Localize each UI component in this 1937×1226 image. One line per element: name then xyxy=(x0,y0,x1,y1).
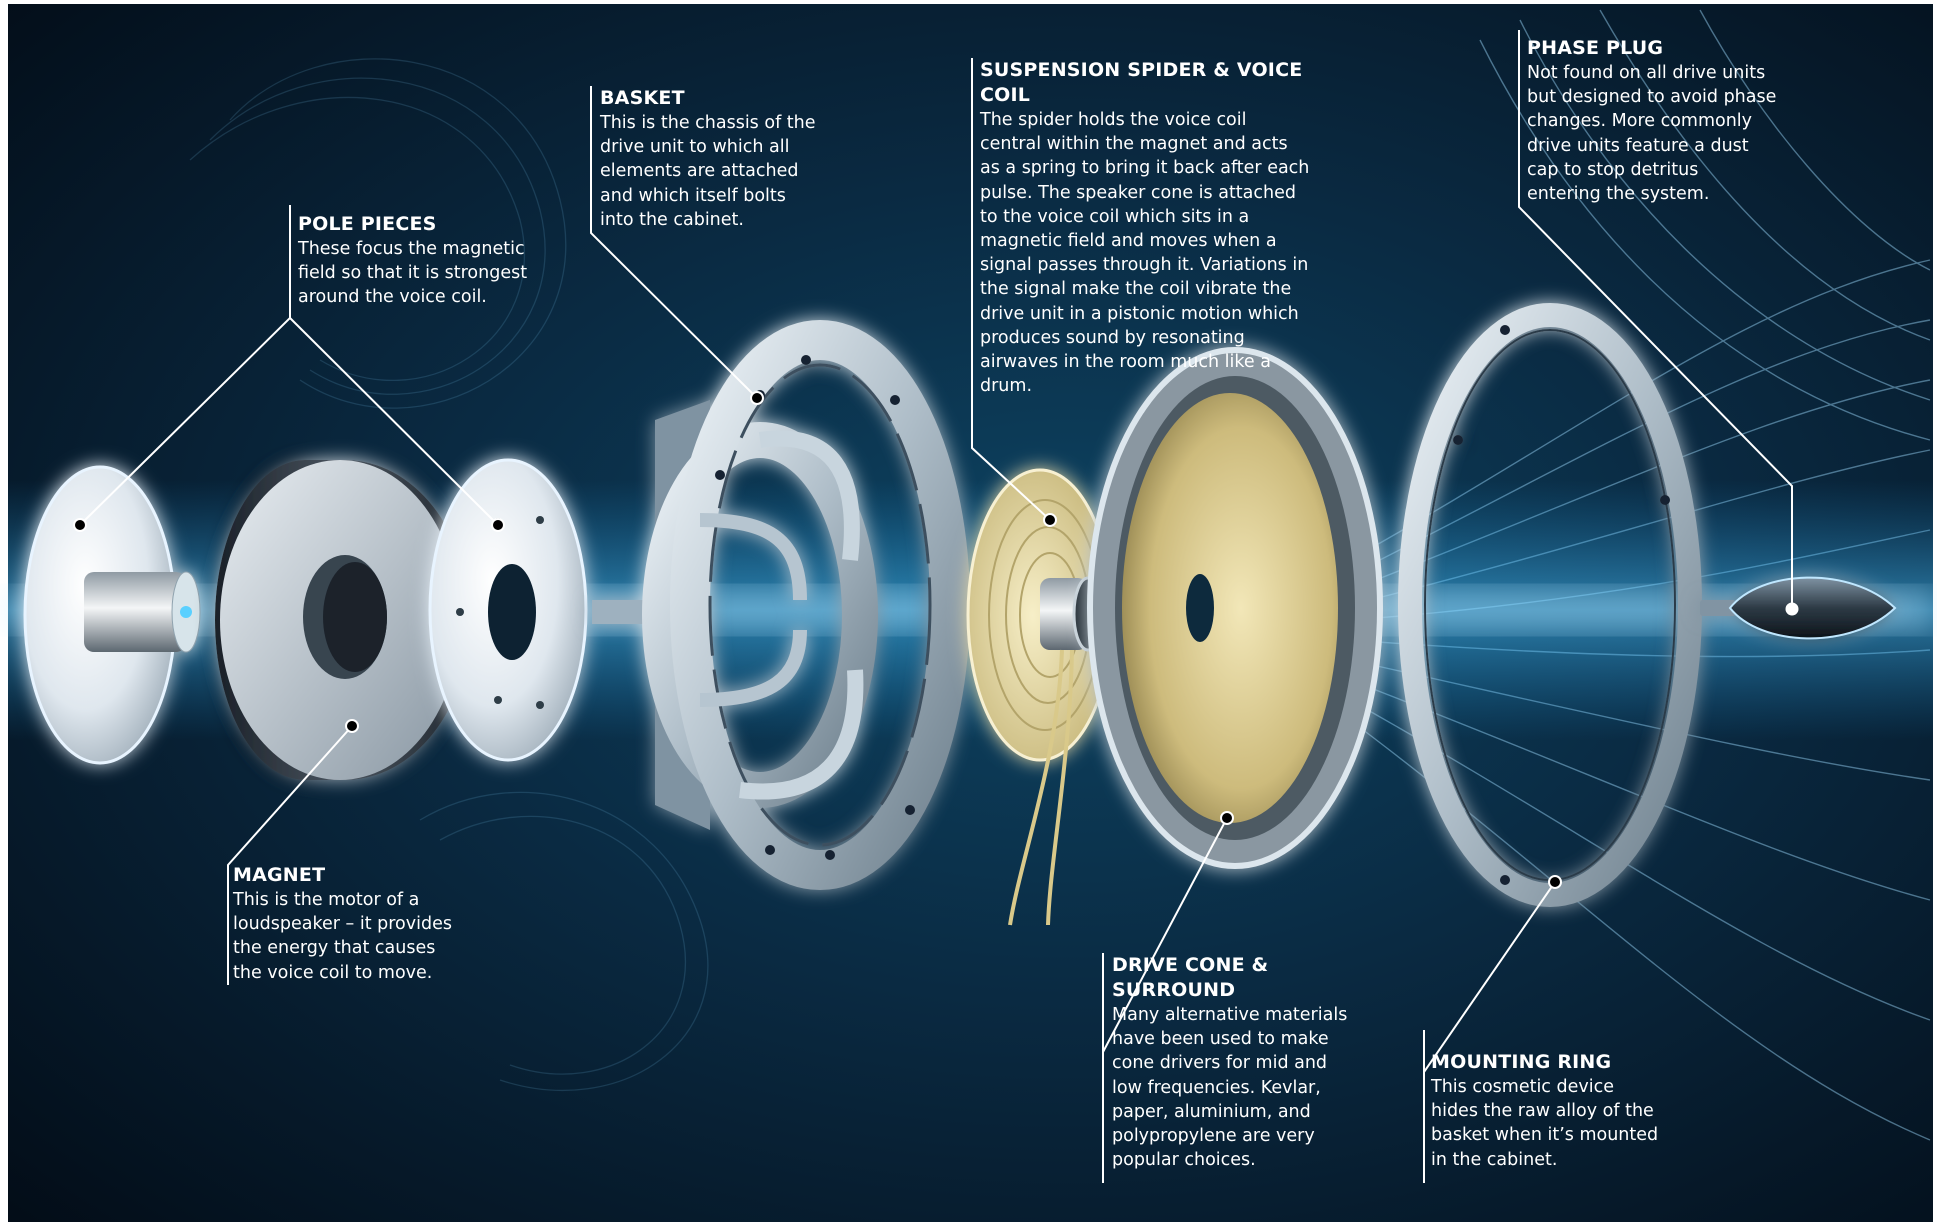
magnet-description: This is the motor of a loudspeaker – it … xyxy=(233,888,463,985)
spider-description: The spider holds the voice coil central … xyxy=(980,108,1310,398)
drive-cone-description: Many alternative materials have been use… xyxy=(1112,1003,1352,1172)
basket-title: BASKET xyxy=(600,86,818,111)
spider-title: SUSPENSION SPIDER & VOICE COIL xyxy=(980,58,1310,108)
leader-dot-phase-plug xyxy=(1786,603,1798,615)
drive-cone-surround xyxy=(1090,350,1380,866)
magnet-title: MAGNET xyxy=(233,863,463,888)
top-plate-pole-piece xyxy=(430,460,586,760)
label-magnet: MAGNET This is the motor of a loudspeake… xyxy=(233,863,463,985)
pole-pieces-title: POLE PIECES xyxy=(298,212,538,237)
label-drive-cone: DRIVE CONE & SURROUND Many alternative m… xyxy=(1112,953,1352,1172)
label-pole-pieces: POLE PIECES These focus the magnetic fie… xyxy=(298,212,538,310)
label-mounting-ring: MOUNTING RING This cosmetic device hides… xyxy=(1431,1050,1661,1172)
mounting-ring-description: This cosmetic device hides the raw alloy… xyxy=(1431,1075,1661,1172)
phase-plug-title: PHASE PLUG xyxy=(1527,36,1777,61)
pole-pieces-description: These focus the magnetic field so that i… xyxy=(298,237,538,310)
basket-description: This is the chassis of the drive unit to… xyxy=(600,111,818,232)
label-suspension-spider: SUSPENSION SPIDER & VOICE COIL The spide… xyxy=(980,58,1310,398)
label-phase-plug: PHASE PLUG Not found on all drive units … xyxy=(1527,36,1777,206)
label-basket: BASKET This is the chassis of the drive … xyxy=(600,86,818,232)
drive-cone-title: DRIVE CONE & SURROUND xyxy=(1112,953,1272,1003)
mounting-ring-title: MOUNTING RING xyxy=(1431,1050,1661,1075)
phase-plug-description: Not found on all drive units but designe… xyxy=(1527,61,1777,206)
